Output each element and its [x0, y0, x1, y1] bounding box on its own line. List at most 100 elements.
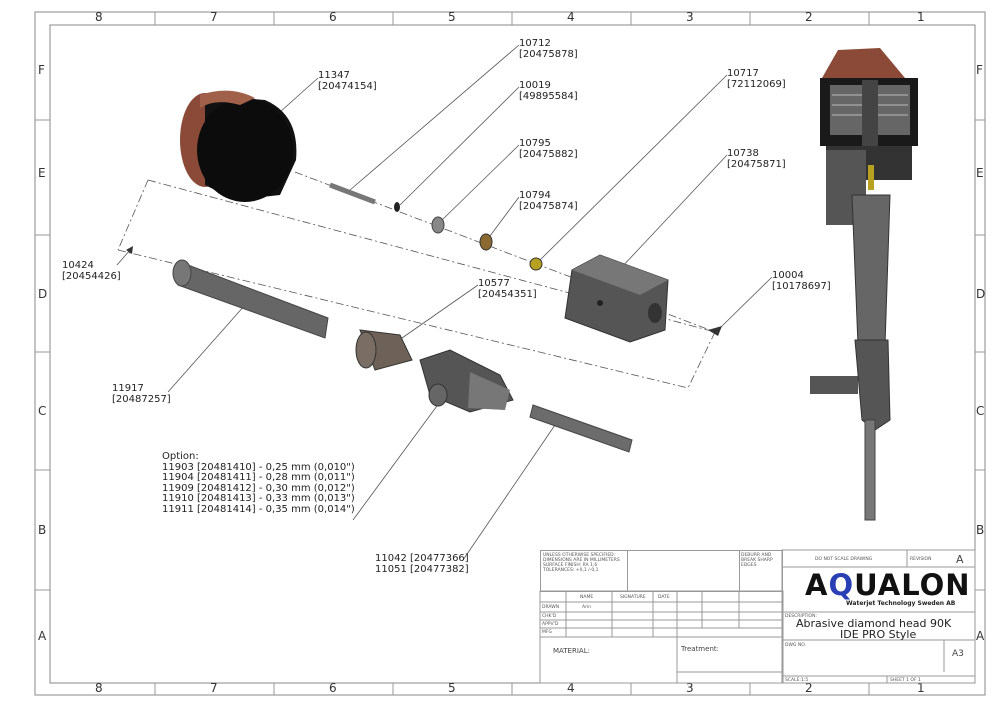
zone-row: B: [38, 523, 47, 537]
zone-col: 3: [686, 681, 694, 695]
callout-10795: 10795[20475882]: [519, 138, 578, 160]
zone-col: 4: [567, 681, 575, 695]
part-ref: [20474154]: [318, 81, 377, 92]
part-ref: [10178697]: [772, 281, 831, 292]
callout-11042: 11042 [20477366]11051 [20477382]: [375, 553, 469, 575]
part-ref: [72112069]: [727, 79, 786, 90]
part-number: 10712: [519, 38, 551, 49]
row-appvd: APPV'D: [542, 622, 559, 627]
drawn-name: Arin: [582, 605, 592, 610]
part-10795-washer: [431, 216, 445, 234]
dwg-no-label: DWG NO.: [785, 643, 806, 648]
deburr-line: DEBURR AND: [741, 553, 772, 558]
treatment-label: Treatment:: [681, 645, 719, 653]
row-mfg: MFG: [542, 630, 552, 635]
part-number: 10738: [727, 148, 759, 159]
part-mixing-body: [419, 349, 514, 413]
part-number: 10424: [62, 260, 94, 271]
part-line: 11042 [20477366]: [375, 553, 469, 564]
part-number: 10577: [478, 278, 510, 289]
options-title: Option:: [162, 451, 199, 462]
row-drawn: DRAWN: [542, 605, 560, 610]
callout-10577: 10577[20454351]: [478, 278, 537, 300]
part-number: 11917: [112, 383, 144, 394]
part-10712-pin: [329, 182, 376, 205]
zone-row: F: [976, 63, 983, 77]
part-ref: [20487257]: [112, 394, 171, 405]
scale: SCALE:1:5: [785, 678, 809, 683]
callout-10794: 10794[20475874]: [519, 190, 578, 212]
part-number: 10795: [519, 138, 551, 149]
zone-col: 4: [567, 10, 575, 24]
part-line: 11051 [20477382]: [375, 564, 469, 575]
zone-col: 2: [805, 10, 813, 24]
part-10794-seal: [479, 233, 493, 251]
part-11347-cap: [180, 90, 297, 202]
part-number: 10004: [772, 270, 804, 281]
zone-row: A: [976, 629, 985, 643]
zone-col: 7: [210, 681, 218, 695]
zone-col: 8: [95, 10, 103, 24]
zone-row: E: [976, 166, 984, 180]
col-signature: SIGNATURE: [620, 595, 646, 600]
note-line: UNLESS OTHERWISE SPECIFIED:: [543, 553, 616, 558]
zone-row: A: [38, 629, 47, 643]
revision-value: A: [956, 553, 964, 566]
part-number: 10717: [727, 68, 759, 79]
zone-col: 6: [329, 681, 337, 695]
logo-text: AQUALON: [805, 568, 971, 602]
revision-label: REVISION: [910, 557, 932, 562]
callout-10424: 10424[20454426]: [62, 260, 121, 282]
zone-row: F: [38, 63, 45, 77]
option-item: 11904 [20481411] - 0,28 mm (0,011"): [162, 472, 355, 483]
callout-10004: 10004[10178697]: [772, 270, 831, 292]
part-10004-screw: [708, 326, 722, 336]
leader-lines: [116, 44, 773, 561]
option-item: 11909 [20481412] - 0,30 mm (0,012"): [162, 482, 355, 494]
zone-col: 8: [95, 681, 103, 695]
part-ref: [20454351]: [478, 289, 537, 300]
part-11917-tube: [172, 259, 329, 339]
zone-col: 5: [448, 10, 456, 24]
description-line1: Abrasive diamond head 90K: [796, 617, 952, 630]
part-number: 10019: [519, 80, 551, 91]
zone-row: C: [976, 404, 985, 418]
option-item: 11910 [20481413] - 0,33 mm (0,013"): [162, 493, 355, 504]
callout-11917: 11917[20487257]: [112, 383, 171, 405]
part-ref: [20475874]: [519, 201, 578, 212]
zone-col: 5: [448, 681, 456, 695]
part-10424-screw: [126, 246, 133, 254]
callout-10738: 10738[20475871]: [727, 148, 786, 170]
zone-col: 2: [805, 681, 813, 695]
callout-10712: 10712[20475878]: [519, 38, 578, 60]
note-line: DIMENSIONS ARE IN MILLIMETERS: [543, 558, 620, 563]
sheet-number: SHEET 1 OF 1: [890, 678, 921, 683]
do-not-scale: DO NOT SCALE DRAWING: [815, 557, 873, 562]
part-ref: [20475878]: [519, 49, 578, 60]
callout-10717: 10717[72112069]: [727, 68, 786, 90]
zone-col: 7: [210, 10, 218, 24]
aqualon-logo: AQUALON: [805, 569, 971, 601]
option-item: 11911 [20481414] - 0,35 mm (0,014"): [162, 503, 355, 515]
logo-accent-letter: Q: [828, 568, 855, 602]
part-number: 11347: [318, 70, 350, 81]
zone-row: D: [976, 287, 986, 301]
deburr-line: EDGES: [741, 563, 757, 568]
callout-11347: 11347[20474154]: [318, 70, 377, 92]
part-10577-nut: [355, 329, 413, 371]
col-name: NAME: [580, 595, 594, 600]
col-date: DATE: [658, 595, 670, 600]
zone-ticks: [35, 12, 985, 695]
orifice-options: Option: 11903 [20481410] - 0,25 mm (0,01…: [162, 451, 355, 515]
row-chkd: CHK'D: [542, 614, 557, 619]
zone-col: 1: [917, 681, 925, 695]
part-ref: [20475882]: [519, 149, 578, 160]
logo-subtitle: Waterjet Technology Sweden AB: [846, 600, 956, 607]
sheet-size: A3: [952, 649, 964, 659]
description-line2: IDE PRO Style: [840, 628, 917, 641]
zone-row: B: [976, 523, 985, 537]
part-ref: [49895584]: [519, 91, 578, 102]
part-11042-focusing-tube: [529, 404, 633, 453]
option-item: 11903 [20481410] - 0,25 mm (0,010"): [162, 461, 355, 473]
